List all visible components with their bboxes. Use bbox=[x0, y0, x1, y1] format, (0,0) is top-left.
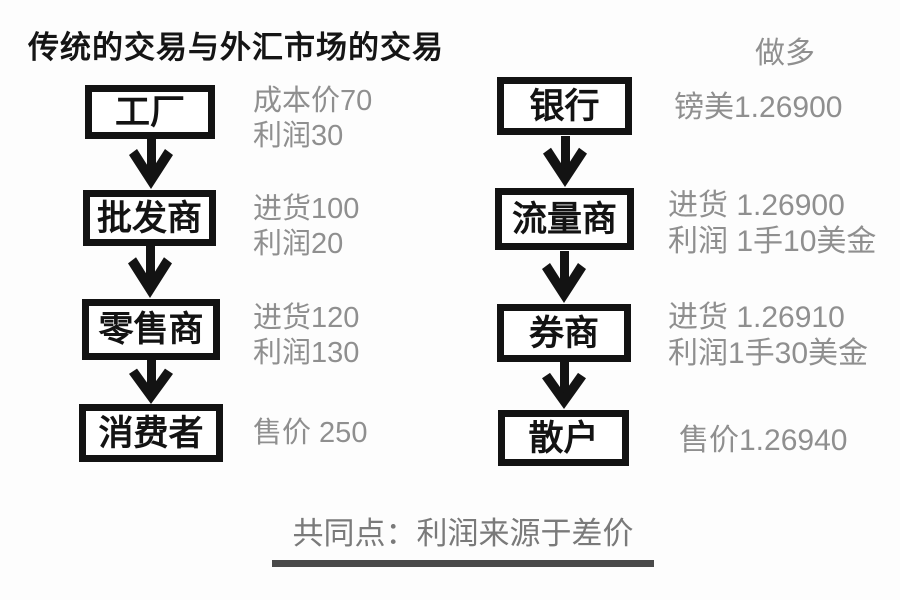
note-retailer: 进货120 利润130 bbox=[253, 301, 359, 371]
common-point-caption: 共同点：利润来源于差价 bbox=[272, 508, 654, 567]
note-broker: 进货 1.26910 利润1手30美金 bbox=[668, 300, 868, 372]
node-liquidity-provider-label: 流量商 bbox=[511, 199, 617, 239]
node-retailer-label: 零售商 bbox=[98, 310, 204, 349]
node-broker: 券商 bbox=[497, 304, 631, 362]
note-liquidity-provider: 进货 1.26900 利润 1手10美金 bbox=[668, 188, 876, 260]
direction-label: 做多 bbox=[755, 37, 815, 70]
note-consumer: 售价 250 bbox=[253, 416, 367, 451]
node-consumer-label: 消费者 bbox=[98, 413, 204, 453]
node-retailer: 零售商 bbox=[82, 299, 220, 360]
note-factory-line2: 利润30 bbox=[253, 120, 344, 152]
note-bank: 镑美1.26900 bbox=[674, 90, 842, 126]
down-arrow-icon bbox=[542, 362, 586, 409]
note-consumer-line1: 售价 250 bbox=[253, 417, 368, 449]
node-wholesaler: 批发商 bbox=[83, 190, 216, 246]
node-wholesaler-label: 批发商 bbox=[96, 198, 202, 238]
note-retailer-line2: 利润130 bbox=[253, 337, 360, 369]
node-factory: 工厂 bbox=[85, 85, 215, 139]
note-broker-line1: 进货 1.26910 bbox=[668, 301, 845, 334]
note-factory-line1: 成本价70 bbox=[253, 85, 373, 117]
node-retail-trader-label: 散户 bbox=[528, 418, 599, 458]
note-wholesaler-line2: 利润20 bbox=[253, 228, 344, 260]
note-liquidity-line1: 进货 1.26900 bbox=[668, 189, 845, 222]
node-factory-label: 工厂 bbox=[114, 92, 185, 132]
note-wholesaler-line1: 进货100 bbox=[253, 193, 360, 225]
note-bank-line1: 镑美1.26900 bbox=[674, 91, 843, 124]
note-liquidity-line2: 利润 1手10美金 bbox=[668, 225, 877, 258]
note-retail-trader: 售价1.26940 bbox=[679, 423, 847, 459]
note-retail-line1: 售价1.26940 bbox=[679, 424, 848, 457]
note-broker-line2: 利润1手30美金 bbox=[668, 337, 869, 370]
down-arrow-icon bbox=[542, 251, 586, 303]
down-arrow-icon bbox=[128, 245, 172, 298]
down-arrow-icon bbox=[543, 136, 587, 187]
node-retail-trader: 散户 bbox=[498, 410, 629, 466]
node-bank-label: 银行 bbox=[529, 86, 600, 126]
node-liquidity-provider: 流量商 bbox=[495, 188, 634, 250]
down-arrow-icon bbox=[129, 358, 173, 404]
note-factory: 成本价70 利润30 bbox=[253, 84, 372, 154]
node-bank: 银行 bbox=[497, 77, 632, 135]
node-broker-label: 券商 bbox=[528, 313, 599, 353]
down-arrow-icon bbox=[129, 137, 173, 189]
note-retailer-line1: 进货120 bbox=[253, 302, 360, 334]
diagram-title: 传统的交易与外汇市场的交易 bbox=[28, 30, 444, 65]
note-wholesaler: 进货100 利润20 bbox=[253, 192, 359, 262]
node-consumer: 消费者 bbox=[79, 404, 223, 462]
